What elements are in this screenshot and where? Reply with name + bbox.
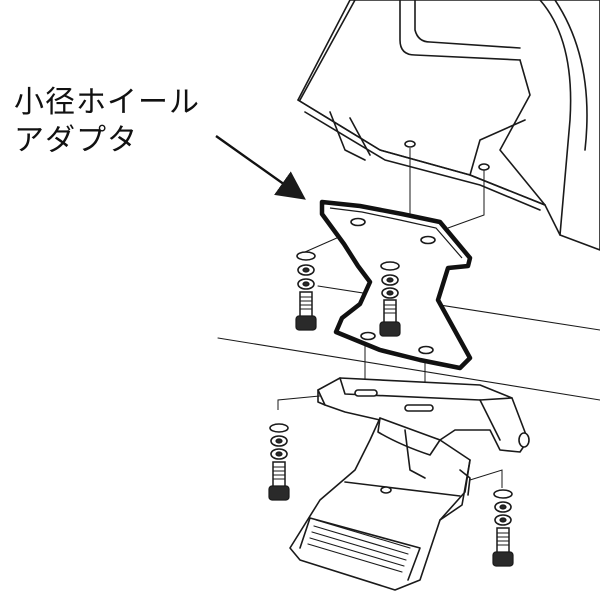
motor-housing — [297, 0, 600, 251]
lower-bracket — [317, 377, 530, 453]
bolt-set-upper-middle — [379, 261, 401, 337]
bolt-set-upper-left — [295, 251, 317, 331]
bolt-set-lower-left — [268, 423, 290, 501]
adapter-callout-label: 小径ホイール アダプタ — [14, 84, 244, 160]
bolt-set-lower-right — [492, 489, 514, 567]
callout-line-1: 小径ホイール — [14, 85, 200, 120]
wheel-adapter-plate — [319, 199, 473, 371]
callout-line-2: アダプタ — [14, 123, 138, 158]
foot-pedal — [289, 417, 471, 591]
callout-arrow — [215, 135, 306, 200]
